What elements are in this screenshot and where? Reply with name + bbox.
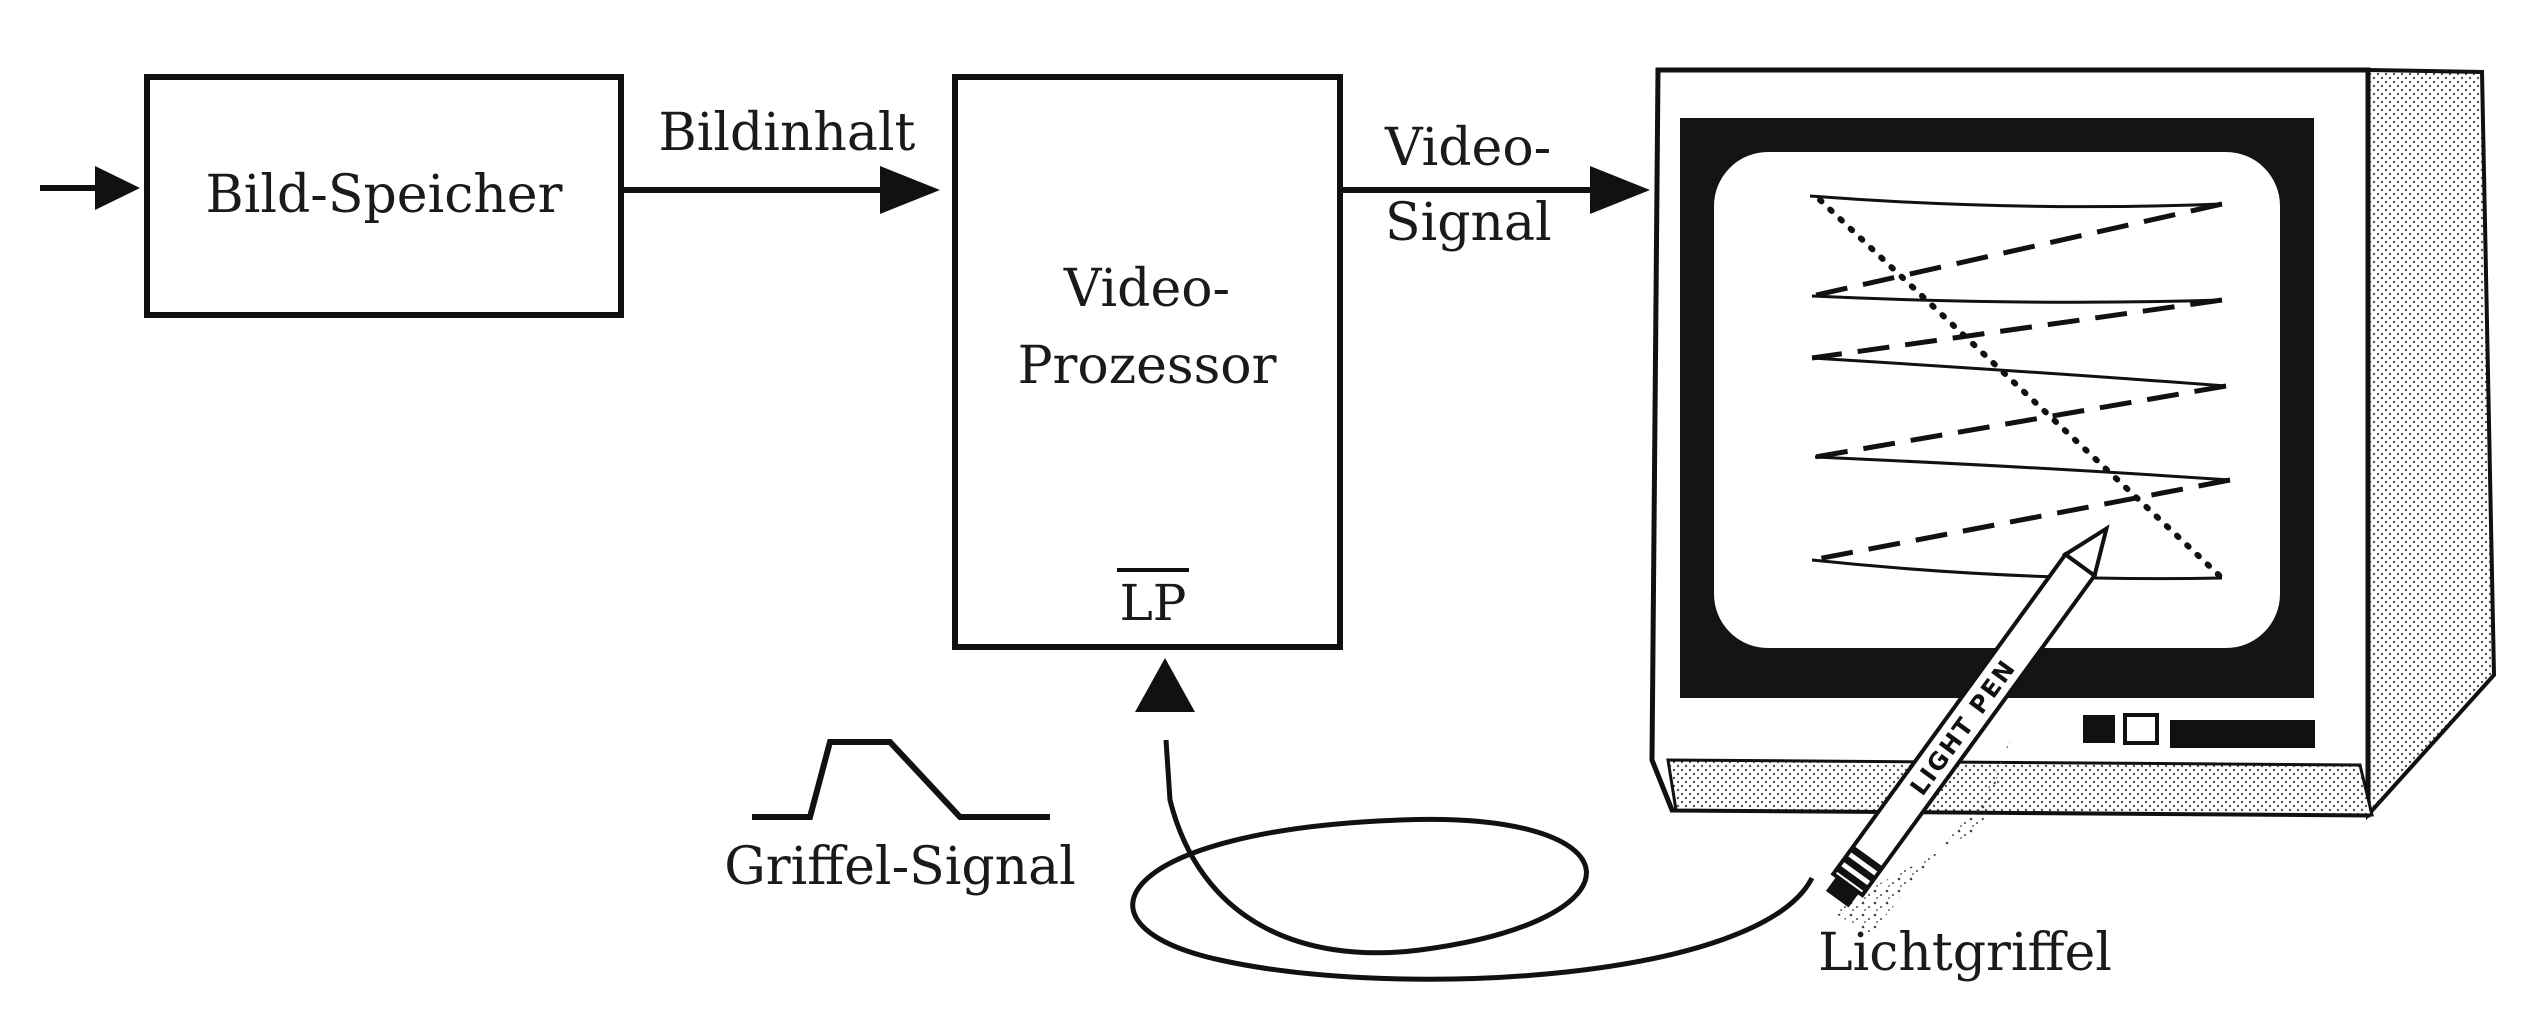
input-arrow [40, 166, 140, 210]
image-memory-block: Bild-Speicher [144, 74, 624, 318]
image-content-arrow [621, 166, 940, 214]
monitor-control-panel [2170, 720, 2315, 748]
monitor-side-panel [2366, 67, 2497, 821]
retrace-lines [1811, 201, 2231, 563]
image-content-label: Bildinhalt [659, 103, 916, 163]
light-pen-shadow [1830, 740, 2010, 935]
light-pen-label: Lichtgriffel [1818, 923, 2112, 983]
image-memory-label: Bild-Speicher [206, 165, 563, 225]
stylus-signal-waveform [752, 739, 1050, 820]
raster-scan-lines [1809, 194, 2231, 581]
crt-monitor [1649, 67, 2497, 821]
video-signal-arrow [1340, 166, 1650, 214]
monitor-button-2 [2123, 713, 2159, 745]
monitor-button-1 [2083, 715, 2115, 743]
video-processor-block: Video- Prozessor LP [952, 74, 1343, 650]
vertical-retrace-line [1817, 197, 2225, 581]
video-processor-label-line2: Prozessor [1018, 336, 1277, 396]
stylus-signal-label: Griffel-Signal [724, 837, 1076, 897]
video-signal-label-line1: Video- [1384, 118, 1551, 178]
video-processor-label-line1: Video- [1063, 259, 1230, 319]
lp-signal-label: LP [1120, 574, 1187, 632]
video-signal-label-line2: Signal [1385, 193, 1552, 253]
monitor-base [1666, 758, 2374, 817]
lp-input-arrowhead [1135, 658, 1195, 712]
light-pen-cable [1130, 739, 1815, 982]
